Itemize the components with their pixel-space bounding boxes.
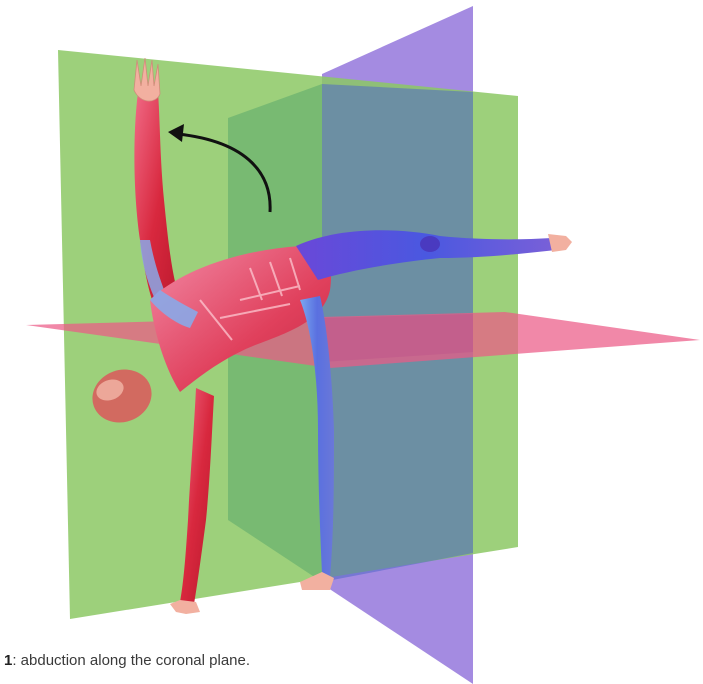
figure-caption: 1: abduction along the coronal plane. xyxy=(4,652,250,669)
knee xyxy=(420,236,440,252)
caption-text: : abduction along the coronal plane. xyxy=(12,652,250,669)
extended-foot xyxy=(548,234,572,252)
